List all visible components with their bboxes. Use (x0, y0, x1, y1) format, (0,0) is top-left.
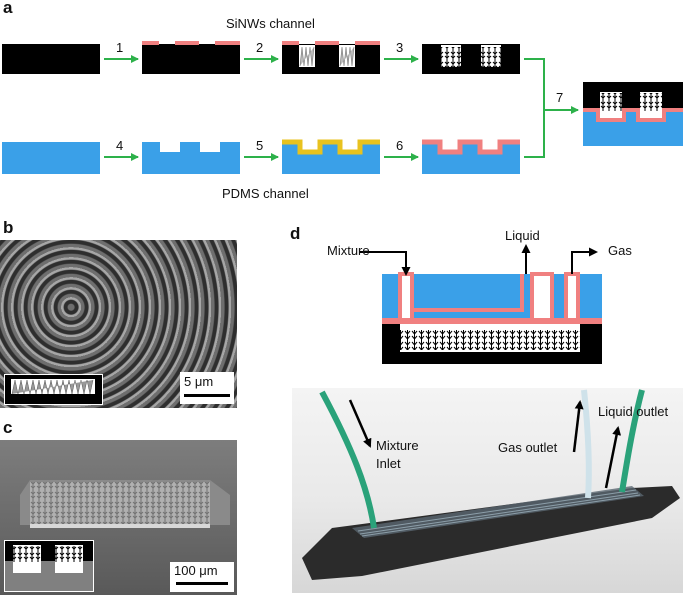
panel-label-d: d (290, 224, 301, 243)
photo-inlet-label: Inlet (376, 456, 401, 471)
schematic-mixture-label: Mixture (327, 243, 370, 258)
scale-bar-b: 5 μm (180, 372, 234, 404)
nanowire-wafer (422, 44, 520, 74)
mixture-tube (319, 390, 377, 529)
photo-gas-outlet-label: Gas outlet (498, 440, 558, 455)
panel-label-a: a (3, 0, 13, 17)
scale-bar-c: 100 μm (170, 562, 234, 592)
scale-bar-b-label: 5 μm (184, 374, 214, 389)
scale-bar-c-line (176, 582, 228, 585)
nanowire-inset (4, 374, 103, 405)
silicon-wafer-1 (2, 44, 100, 74)
step-number-6: 6 (396, 138, 404, 153)
schematic-gas-label: Gas (608, 243, 632, 258)
etched-wafer (282, 41, 380, 74)
step-number-5: 5 (256, 138, 264, 153)
panel-label-b: b (3, 218, 14, 237)
step-number-7: 7 (556, 90, 564, 105)
sem-image-channel-cross-section: 100 μm (0, 440, 237, 595)
bonded-device (583, 82, 683, 146)
photo-mixture-label: Mixture (376, 438, 419, 453)
photo-liquid-outlet-label: Liquid outlet (598, 404, 669, 419)
pdms-molded (142, 142, 240, 174)
pdms-pink-coated (422, 139, 520, 174)
channel-inset (4, 540, 94, 592)
scale-bar-c-label: 100 μm (174, 563, 218, 578)
separator-schematic (360, 244, 602, 364)
scale-bar-b-line (184, 394, 230, 397)
panel-label-c: c (3, 418, 13, 437)
pdms-yellow-coated (282, 139, 380, 174)
schematic-liquid-label: Liquid (505, 228, 540, 243)
step-number-2: 2 (256, 40, 264, 55)
sinws-channel-label: SiNWs channel (226, 16, 315, 31)
mixture-arrow (360, 251, 411, 276)
fabrication-schematic (2, 41, 683, 174)
liquid-tube (619, 389, 645, 493)
sem-image-nanowires-top: 5 μm (0, 240, 237, 408)
device-photo: Mixture Inlet Gas outlet Liquid outlet (292, 388, 683, 593)
gas-arrow (571, 247, 598, 274)
pdms-channel-label: PDMS channel (222, 186, 309, 201)
merge-arrow-7 (524, 58, 576, 158)
pdms-block-1 (2, 142, 100, 174)
step-number-3: 3 (396, 40, 404, 55)
gas-tube (581, 389, 592, 499)
patterned-wafer (142, 41, 240, 74)
step-number-1: 1 (116, 40, 124, 55)
step-number-4: 4 (116, 138, 124, 153)
